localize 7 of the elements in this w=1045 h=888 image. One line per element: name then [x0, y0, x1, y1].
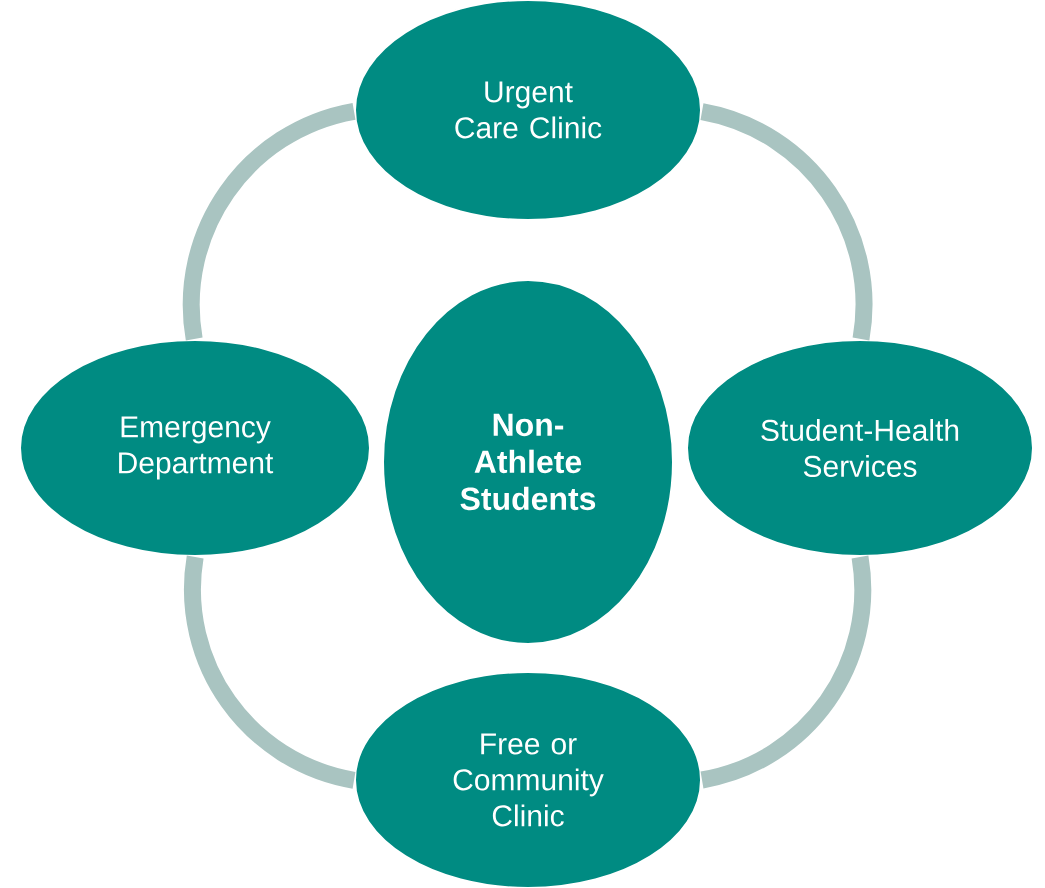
ellipse-node: Free or Community Clinic — [354, 671, 702, 888]
ring-segment — [182, 103, 357, 340]
ring-segment — [184, 556, 356, 789]
ring-segment — [700, 556, 872, 789]
ring-segment — [699, 103, 873, 340]
ellipse-node: Student-Health Services — [686, 339, 1034, 557]
ellipse-node: Emergency Department — [19, 339, 371, 557]
